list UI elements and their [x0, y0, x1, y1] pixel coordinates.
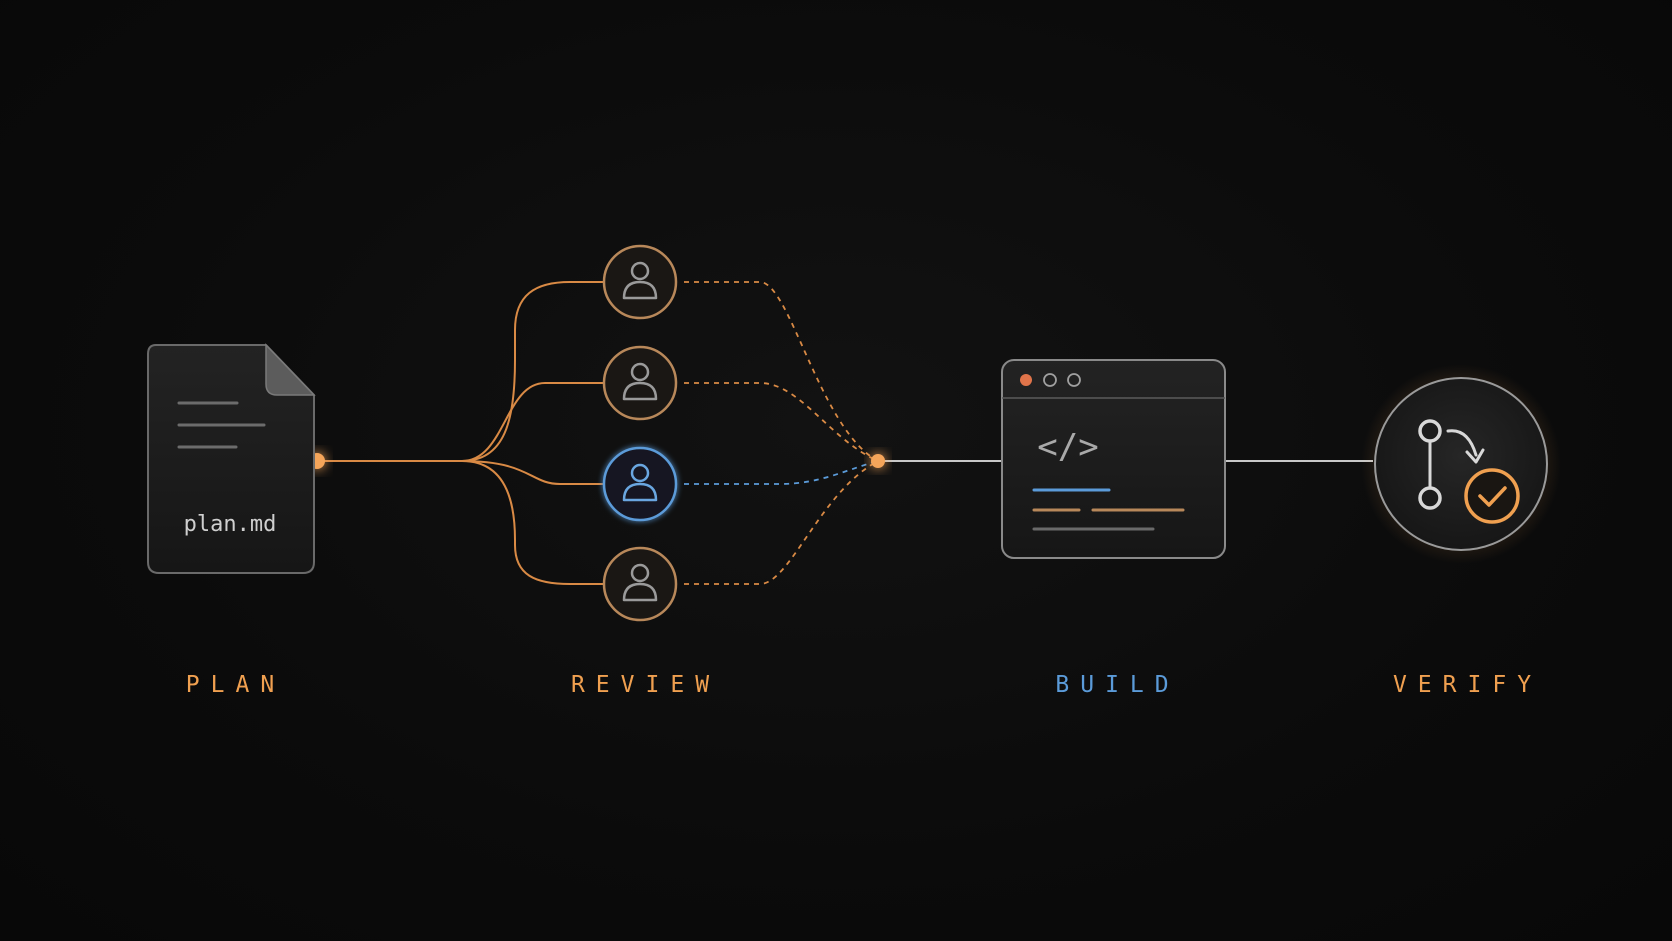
merge-node-dot — [871, 454, 885, 468]
connector-branch-1 — [461, 281, 604, 462]
verify-badge — [1361, 364, 1561, 564]
reviewer-1 — [602, 244, 678, 320]
connector-branch-3 — [461, 460, 604, 485]
window-close-dot — [1020, 374, 1032, 386]
user-icon-head — [630, 463, 650, 483]
user-icon — [622, 381, 658, 401]
document-fold — [265, 343, 316, 396]
reviewer-2 — [602, 345, 678, 421]
dashed-connector-3 — [684, 460, 879, 485]
reviewer-3-highlighted — [602, 446, 678, 522]
connector-branch-2 — [461, 382, 604, 462]
reviewer-4 — [602, 546, 678, 622]
review-to-build-connectors — [684, 281, 879, 585]
user-icon — [622, 482, 658, 502]
plan-to-review-connectors — [317, 281, 604, 585]
stage-label-review: REVIEW — [570, 672, 721, 698]
dashed-connector-1 — [684, 281, 879, 462]
dashed-connector-4 — [684, 460, 879, 585]
user-icon — [622, 280, 658, 300]
git-merge-check-icon — [1374, 377, 1548, 551]
user-icon — [622, 582, 658, 602]
window-minimize-dot — [1043, 373, 1057, 387]
stage-label-build: BUILD — [1055, 672, 1180, 698]
git-commit-bottom — [1418, 486, 1442, 510]
dashed-connector-2 — [684, 382, 879, 462]
user-icon-head — [630, 261, 650, 281]
check-circle-icon — [1464, 468, 1520, 524]
window-maximize-dot — [1067, 373, 1081, 387]
stage-label-plan: PLAN — [185, 672, 286, 698]
check-mark-icon — [1478, 486, 1507, 507]
user-icon-head — [630, 362, 650, 382]
git-commit-top — [1418, 419, 1442, 443]
connector-branch-4 — [461, 460, 604, 585]
build-code-window: </> — [1001, 359, 1226, 559]
merge-arrow-head — [1465, 448, 1485, 464]
code-glyph: </> — [1037, 427, 1098, 467]
plan-file-name: plan.md — [184, 512, 277, 537]
plan-document-card: plan.md — [147, 343, 316, 574]
merge-arrow-icon — [1446, 429, 1478, 457]
stage-label-verify: VERIFY — [1392, 672, 1543, 698]
user-icon-head — [630, 563, 650, 583]
